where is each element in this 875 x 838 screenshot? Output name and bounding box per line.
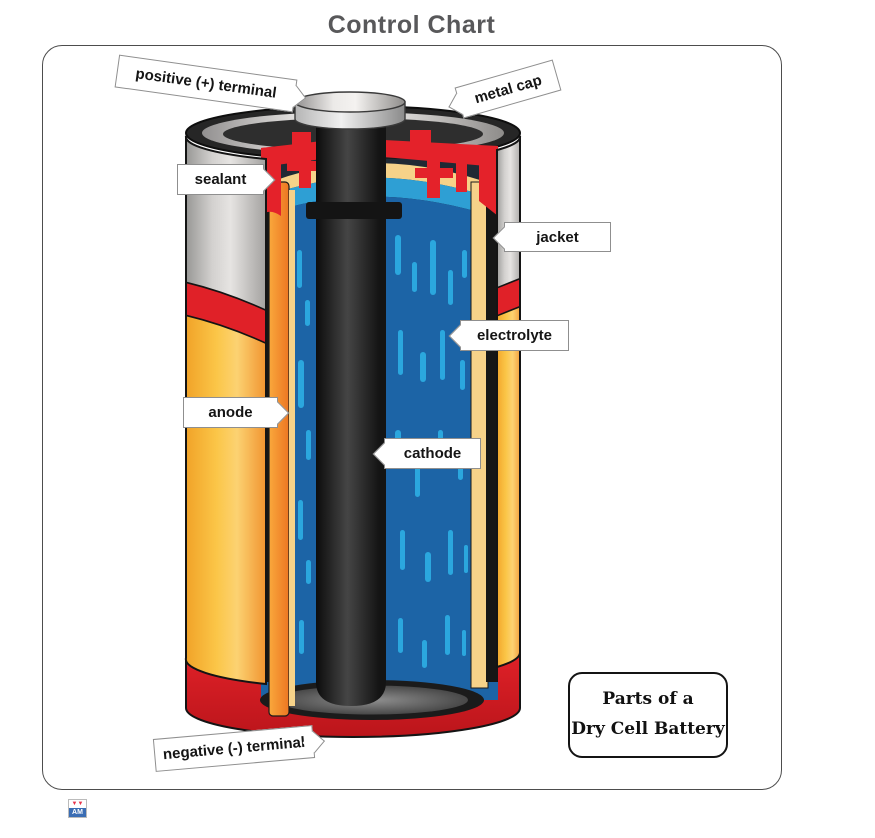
separator-strip xyxy=(470,181,489,689)
legend-line-2: Dry Cell Battery xyxy=(571,719,725,739)
callout-label: negative (-) terminal xyxy=(162,733,306,764)
anode-strip xyxy=(268,181,290,717)
callout-jacket: jacket xyxy=(492,222,611,252)
callout-electrolyte: electrolyte xyxy=(448,320,569,351)
callout-label: anode xyxy=(208,404,253,421)
callout-cathode: cathode xyxy=(372,438,481,469)
watermark-triangles-icon: ▼▼ xyxy=(69,800,86,808)
callout-label: electrolyte xyxy=(476,327,553,344)
legend-box: Parts of a Dry Cell Battery xyxy=(568,672,728,758)
legend-line-1: Parts of a xyxy=(602,689,694,710)
watermark-text: AM xyxy=(69,808,86,817)
callout-label: sealant xyxy=(194,171,247,188)
callout-anode: anode xyxy=(183,397,290,428)
page-title: Control Chart xyxy=(327,11,496,39)
positive-terminal-button xyxy=(294,91,406,130)
watermark-logo: ▼▼ AM xyxy=(68,799,87,818)
electrolyte-streaks xyxy=(297,235,468,668)
callout-sealant: sealant xyxy=(177,164,276,195)
jacket-right-wall xyxy=(496,135,522,669)
cathode-collar xyxy=(306,202,402,219)
callout-label: jacket xyxy=(536,228,579,246)
cathode-rod xyxy=(306,118,402,706)
callout-label: cathode xyxy=(403,445,462,462)
